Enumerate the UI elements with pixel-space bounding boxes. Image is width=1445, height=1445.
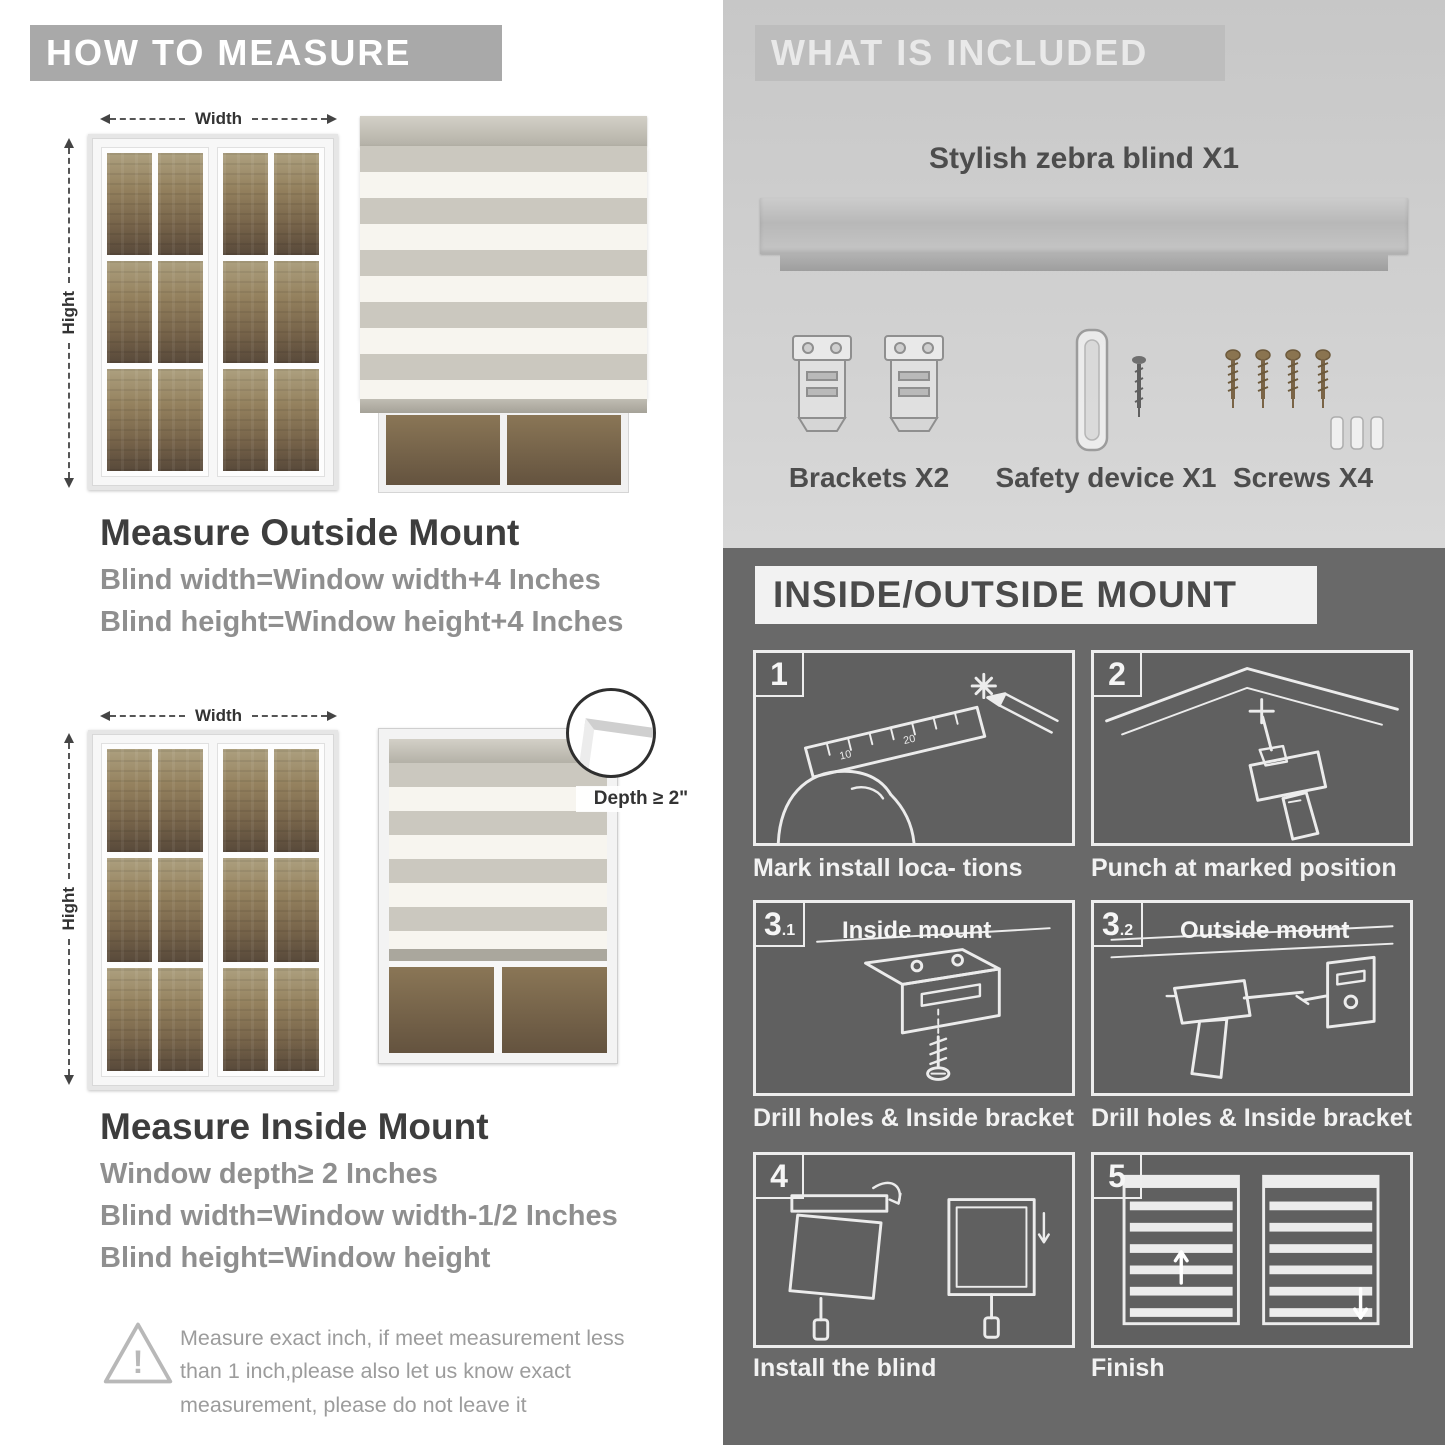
arrow-up-icon — [64, 733, 74, 743]
what-is-included-banner: WHAT IS INCLUDED — [755, 25, 1225, 81]
svg-text:20: 20 — [902, 733, 916, 747]
blind-headrail-lip — [780, 254, 1388, 271]
height-arrow-2: Hight — [58, 733, 80, 1085]
step-caption-5: Finish — [1091, 1354, 1165, 1382]
arrow-right-icon — [327, 711, 337, 721]
measure-warning-text: Measure exact inch, if meet measurement … — [180, 1326, 625, 1417]
blind-bottom-rail — [360, 399, 647, 413]
how-to-measure-section: HOW TO MEASURE Width Hight — [0, 0, 706, 1445]
window-photo-outside — [88, 134, 338, 490]
height-label: Hight — [59, 887, 78, 931]
drill-ceiling-illustration — [1105, 667, 1399, 841]
arrow-down-icon — [64, 478, 74, 488]
outside-mount-title: Measure Outside Mount — [100, 512, 520, 553]
right-column: WHAT IS INCLUDED Stylish zebra blind X1 — [723, 0, 1445, 1445]
zebra-blind-outside-figure — [360, 116, 647, 495]
safety-device-illustration — [1075, 328, 1146, 452]
arrow-left-icon — [100, 711, 110, 721]
depth-callout-circle — [566, 688, 656, 778]
zebra-blind-quantity-label: Stylish zebra blind X1 — [928, 142, 1240, 175]
mount-banner: INSIDE/OUTSIDE MOUNT — [755, 566, 1317, 624]
arrow-down-icon — [64, 1075, 74, 1085]
blind-headrail-image — [760, 198, 1408, 254]
step-number-badge: 3.2 — [1094, 903, 1144, 947]
step-number-badge: 2 — [1094, 653, 1142, 697]
height-arrow: Hight — [58, 138, 80, 488]
arrow-up-icon — [64, 138, 74, 148]
depth-label: Depth ≥ 2" — [576, 786, 706, 812]
width-label: Width — [194, 706, 243, 725]
inside-bracket-illustration — [816, 927, 1051, 1081]
safety-device-label: Safety device X1 — [995, 462, 1217, 493]
step-panel-3-2: 3.2 Outside mount — [1091, 900, 1413, 1096]
window-behind-blind — [378, 407, 629, 493]
height-label: Hight — [59, 291, 78, 335]
inside-formula-width: Blind width=Window width-1/2 Inches — [100, 1200, 618, 1232]
mount-instructions-section: INSIDE/OUTSIDE MOUNT — [723, 548, 1445, 1445]
brackets-label: Brackets X2 — [788, 462, 950, 493]
step-title: Inside mount — [842, 917, 992, 944]
outside-formula-height: Blind height=Window height+4 Inches — [100, 606, 624, 638]
window-photo-inside — [88, 730, 338, 1090]
step-number-badge: 1 — [756, 653, 804, 697]
step-caption-4: Install the blind — [753, 1354, 937, 1382]
blind-bottom-rail — [389, 949, 607, 961]
zebra-blind-inside-figure — [378, 728, 618, 1064]
inside-mount-title: Measure Inside Mount — [100, 1106, 489, 1147]
brackets-illustration — [792, 335, 944, 432]
step-panel-5: 5 — [1091, 1152, 1413, 1348]
step-panel-4: 4 — [753, 1152, 1075, 1348]
blind-stripes — [389, 763, 607, 949]
warning-icon: ! — [103, 1322, 173, 1384]
blind-cassette — [360, 116, 647, 146]
step-number-badge: 3.1 — [756, 903, 806, 947]
inside-formula-depth: Window depth≥ 2 Inches — [100, 1158, 438, 1190]
svg-text:!: ! — [133, 1344, 144, 1380]
step-panel-3-1: 3.1 Inside mount — [753, 900, 1075, 1096]
step-panel-2: 2 — [1091, 650, 1413, 846]
step-number-badge: 5 — [1094, 1155, 1142, 1199]
step-caption-1: Mark install loca- tions — [753, 854, 1023, 882]
how-to-measure-banner: HOW TO MEASURE — [30, 25, 502, 81]
step-title: Outside mount — [1180, 917, 1350, 944]
arrow-left-icon — [100, 114, 110, 124]
arrow-right-icon — [327, 114, 337, 124]
screws-label: Screws X4 — [1232, 462, 1374, 493]
step-caption-2: Punch at marked position — [1091, 854, 1397, 882]
blind-stripes — [360, 146, 647, 399]
outside-formula-width: Blind width=Window width+4 Inches — [100, 564, 601, 596]
width-arrow: Width — [100, 108, 337, 130]
outside-bracket-illustration — [1110, 925, 1394, 1079]
window-corner-detail — [577, 718, 653, 775]
width-label: Width — [194, 109, 243, 128]
step-number-badge: 4 — [756, 1155, 804, 1199]
what-is-included-section: WHAT IS INCLUDED Stylish zebra blind X1 — [723, 0, 1445, 548]
window-behind-blind — [389, 961, 607, 1053]
screws-illustration — [1225, 348, 1384, 450]
step-caption-3-2: Drill holes & Inside bracket — [1091, 1104, 1412, 1132]
width-arrow-2: Width — [100, 705, 337, 727]
step-panel-1: 10 20 1 — [753, 650, 1075, 846]
mark-location-illustration: 10 20 — [776, 672, 1059, 843]
finish-illustration — [1122, 1174, 1380, 1326]
step-caption-3-1: Drill holes & Inside bracket — [753, 1104, 1074, 1132]
inside-formula-height: Blind height=Window height — [100, 1242, 491, 1274]
svg-text:10: 10 — [838, 748, 852, 762]
install-blind-illustration — [788, 1181, 1050, 1341]
